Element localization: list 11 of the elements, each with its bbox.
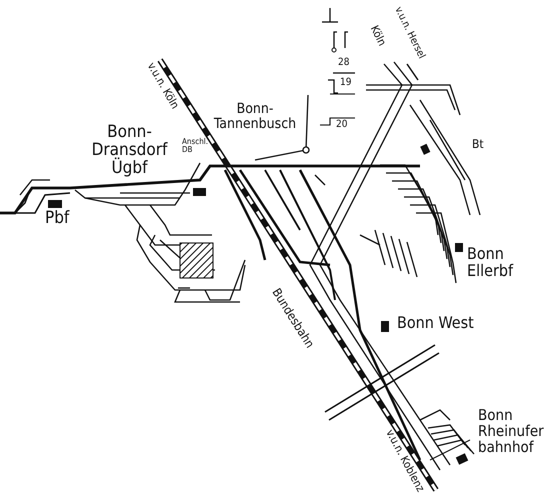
station-label: Bonn- Tannenbusch — [212, 102, 298, 132]
station-label: Bonn West — [397, 315, 475, 332]
track-label: Bt — [472, 138, 485, 151]
track-number: 19 — [340, 78, 352, 88]
siding-label: Anschl. DB — [182, 138, 210, 155]
track-number: 20 — [336, 120, 348, 130]
track-number: 28 — [338, 58, 350, 68]
line-label: Köln — [366, 22, 390, 50]
station-label: Bonn Rheinufer bahnhof — [478, 408, 545, 456]
station-label: Pbf — [45, 210, 70, 228]
station-label: Bonn Ellerbf — [467, 246, 514, 280]
